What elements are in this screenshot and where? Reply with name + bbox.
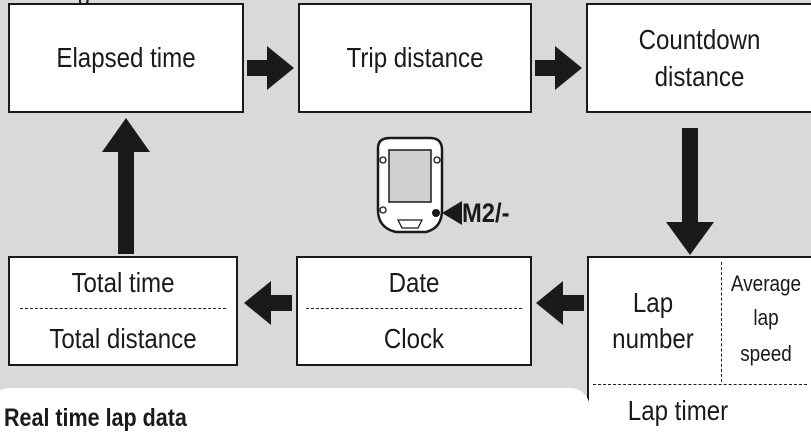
section-title: Real time lap data	[4, 404, 187, 432]
total-time-label: Total time	[71, 267, 175, 298]
average-label-line3: speed	[740, 341, 792, 366]
total-time-distance-box: Total time Total distance	[8, 256, 238, 366]
total-distance-label: Total distance	[49, 323, 197, 354]
countdown-label-line1: Countdown	[638, 24, 761, 55]
arrow-left-icon	[536, 281, 584, 325]
arrow-right-icon	[535, 46, 582, 90]
average-label-line2: lap	[753, 305, 779, 330]
elapsed-time-label: Elapsed time	[56, 42, 196, 73]
arrow-left-icon	[244, 281, 292, 325]
divider-dashed	[20, 308, 226, 309]
arrow-up-icon	[102, 118, 150, 254]
lap-number-label-line2: number	[612, 323, 694, 354]
cycle-computer-icon	[376, 136, 462, 234]
m2-button-label: M2/-	[462, 198, 510, 228]
trip-distance-label: Trip distance	[346, 42, 484, 73]
divider-dashed	[306, 308, 522, 309]
lap-number-label-line1: Lap	[632, 287, 674, 318]
lap-timer-label: Lap timer	[627, 395, 729, 426]
date-clock-box: Date Clock	[296, 256, 532, 366]
bottom-panel	[0, 388, 590, 435]
date-label: Date	[388, 267, 440, 298]
lap-data-box: Lap number Average lap speed Lap timer	[587, 256, 811, 435]
vertical-dashed-divider	[721, 262, 722, 382]
arrow-right-icon	[247, 46, 294, 90]
countdown-label-line2: distance	[654, 61, 745, 92]
trip-distance-box: Trip distance	[298, 3, 532, 113]
countdown-distance-box: Countdown distance	[586, 3, 811, 113]
arrow-down-icon	[666, 128, 714, 255]
elapsed-time-box: Elapsed time	[8, 3, 244, 113]
average-label-line1: Average	[730, 271, 802, 296]
divider-dashed	[593, 384, 807, 385]
clock-label: Clock	[383, 323, 445, 354]
